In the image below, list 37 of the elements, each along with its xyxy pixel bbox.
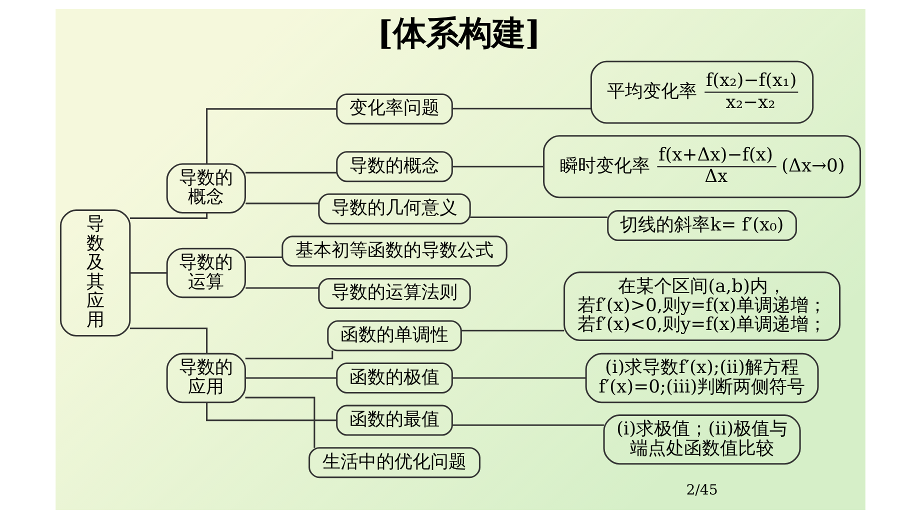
connector xyxy=(206,108,336,164)
node-box: 函数的单调性 xyxy=(326,320,462,351)
node-box: 导数的几何意义 xyxy=(318,192,470,224)
node-box: (i)求导数f′(x);(ii)解方程f′(x)=0;(iii)判断两侧符号 xyxy=(584,352,818,403)
node-box: 基本初等函数的导数公式 xyxy=(281,235,507,266)
connector xyxy=(470,216,607,218)
node-box: (i)求极值；(ii)极值与端点处函数值比较 xyxy=(602,414,800,464)
connector xyxy=(245,171,336,173)
node-box: 导数的概念 xyxy=(166,162,246,213)
connector xyxy=(245,376,336,378)
node-box: 切线的斜率k= f′(x₀) xyxy=(606,210,796,241)
connector xyxy=(245,256,282,258)
node-box: 生活中的优化问题 xyxy=(308,446,480,478)
connector xyxy=(244,350,333,359)
connector xyxy=(206,402,336,421)
label: 2/45 xyxy=(686,482,718,498)
node-box: 导数的应用 xyxy=(166,352,246,403)
node-box: 函数的最值 xyxy=(336,404,452,436)
node-box: 导数的概念 xyxy=(336,150,452,182)
connector xyxy=(452,165,544,167)
node-box: 变化率问题 xyxy=(336,92,452,124)
node-box: 导数的运算 xyxy=(166,247,246,298)
node-box: 导数及其应用 xyxy=(59,208,130,336)
connector xyxy=(452,424,604,426)
diagram-title: [体系构建] xyxy=(376,13,540,52)
connector xyxy=(129,212,208,218)
connector xyxy=(452,376,586,378)
connector xyxy=(244,396,315,448)
connector xyxy=(245,202,318,204)
node-box: 函数的极值 xyxy=(336,362,452,394)
connector xyxy=(452,107,590,109)
connector xyxy=(130,272,166,274)
connector xyxy=(245,286,318,288)
node-box: 导数的运算法则 xyxy=(318,277,470,308)
connector xyxy=(460,329,564,331)
node-box: 在某个区间(a,b)内， 若f′(x)>0,则y=f(x)单调递增； 若f′(x)<0,则y=f(x)单调递增； xyxy=(563,271,840,340)
connector xyxy=(129,327,208,353)
